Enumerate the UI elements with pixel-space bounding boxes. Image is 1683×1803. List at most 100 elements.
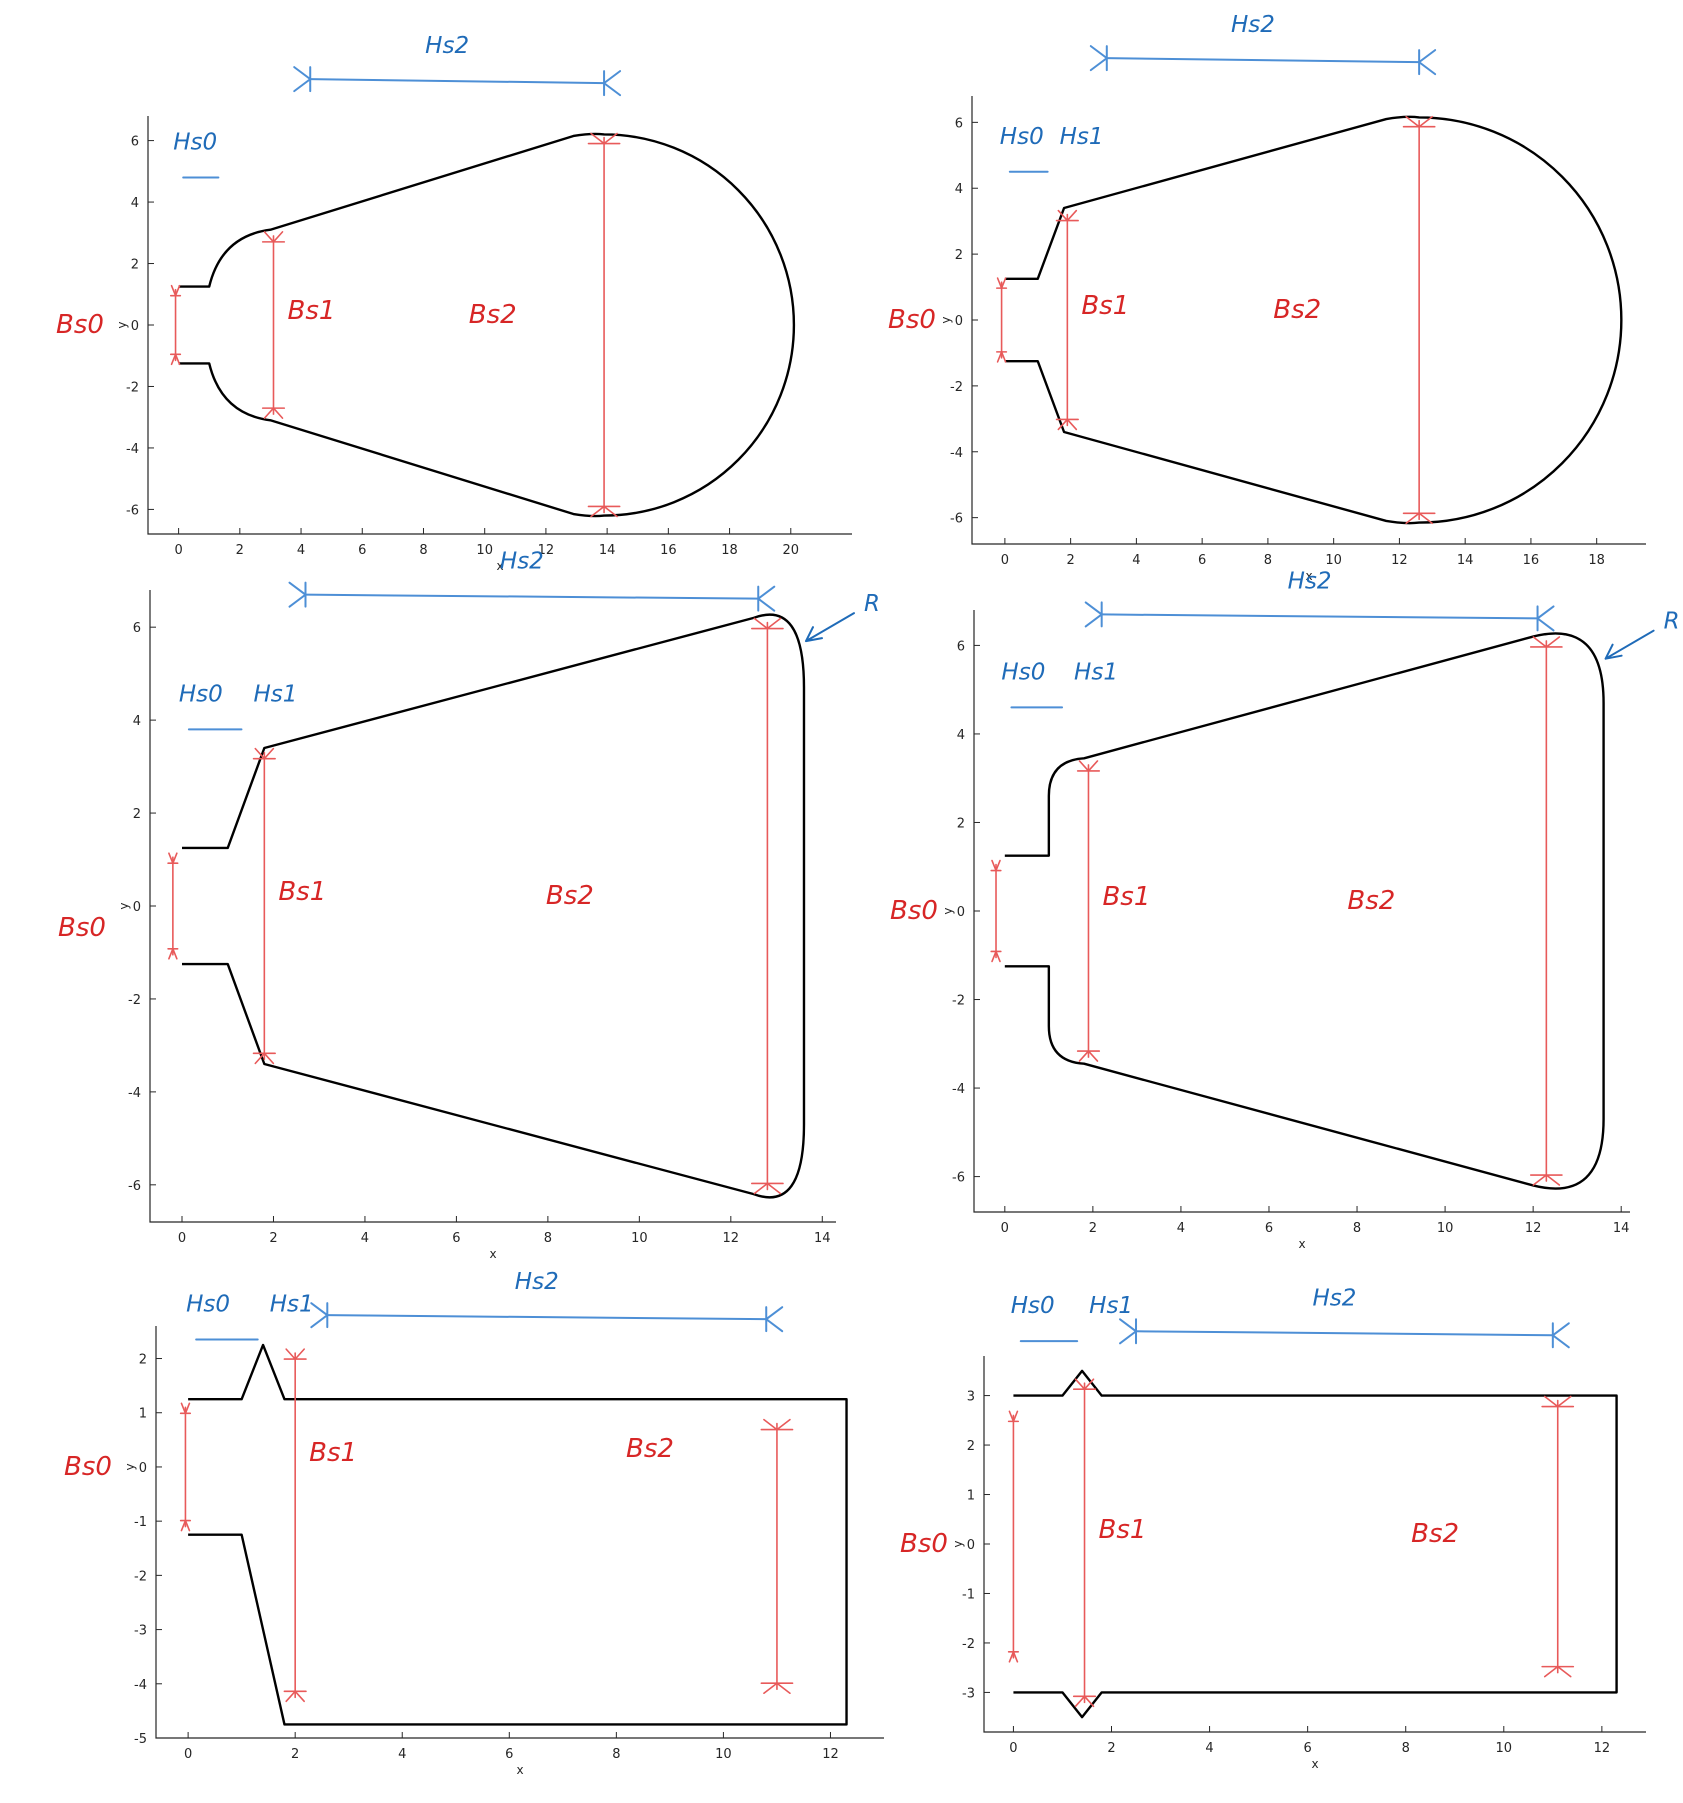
- x-tick-label: 8: [419, 543, 427, 558]
- hs2-dimension: [304, 593, 760, 600]
- hs1-label: Hs1: [1089, 1293, 1133, 1319]
- y-axis-label: y: [951, 1540, 965, 1547]
- hs2-left-arrow: [293, 66, 312, 93]
- bs1-dimension-bottom-arrow: [1076, 1049, 1101, 1062]
- hs2-label: Hs2: [425, 33, 469, 59]
- y-tick-label: -6: [128, 1179, 141, 1194]
- x-tick-label: 4: [1205, 1741, 1213, 1756]
- x-axis-label: x: [1311, 1757, 1318, 1771]
- y-axis-label: y: [115, 321, 129, 328]
- y-tick-label: 0: [967, 1538, 975, 1553]
- y-tick-label: 4: [131, 196, 139, 211]
- bs2-dimension-top-arrow: [1402, 115, 1436, 128]
- y-tick-label: -2: [962, 1637, 975, 1652]
- y-tick-label: -2: [126, 380, 139, 395]
- y-tick-label: -2: [952, 994, 965, 1009]
- x-tick-label: 2: [269, 1231, 277, 1246]
- y-tick-label: 4: [957, 728, 965, 743]
- hs2-dimension: [1135, 1330, 1554, 1337]
- y-tick-label: -3: [962, 1686, 975, 1701]
- slot-outline: [1004, 632, 1605, 1190]
- hs0-label: Hs0: [179, 681, 223, 707]
- y-tick-label: -6: [126, 503, 139, 518]
- bs2-dimension-top-arrow: [587, 132, 621, 145]
- bs0-dimension-bottom-arrow: [1007, 1649, 1020, 1663]
- slot-outline: [182, 613, 806, 1199]
- x-tick-label: 8: [1264, 553, 1272, 568]
- hs2-label: Hs2: [1288, 568, 1332, 594]
- y-tick-label: 2: [131, 258, 139, 273]
- bs0-dimension-top-arrow: [167, 852, 179, 866]
- hs2-left-arrow: [1089, 45, 1109, 72]
- y-tick-label: 1: [967, 1489, 975, 1504]
- hs2-left-arrow: [288, 581, 308, 608]
- x-tick-label: 0: [1001, 553, 1009, 568]
- y-tick-label: 2: [139, 1353, 147, 1368]
- bs2-label: Bs2: [1273, 295, 1321, 325]
- hs1-label: Hs1: [1074, 659, 1118, 685]
- x-tick-label: 6: [505, 1747, 513, 1762]
- y-tick-label: 0: [131, 319, 139, 334]
- bs1-dimension-bottom-arrow: [283, 1690, 307, 1703]
- y-tick-label: 6: [133, 621, 141, 636]
- x-tick-label: 18: [1588, 553, 1605, 568]
- x-tick-label: 6: [452, 1231, 460, 1246]
- hs2-label: Hs2: [1231, 12, 1275, 38]
- slot-outline: [1013, 1369, 1618, 1719]
- y-axis-label: y: [939, 316, 953, 323]
- bs2-label: Bs2: [546, 881, 594, 911]
- y-tick-label: -4: [950, 446, 963, 461]
- bs1-label: Bs1: [1081, 291, 1129, 321]
- axes-frame: [983, 1356, 1646, 1733]
- x-tick-label: 6: [1304, 1741, 1312, 1756]
- y-axis-label: y: [123, 1463, 137, 1470]
- bs0-dimension-bottom-arrow: [167, 946, 179, 960]
- x-tick-label: 2: [1066, 553, 1074, 568]
- bs2-dimension-bottom-arrow: [1529, 1174, 1563, 1186]
- x-axis-label: x: [516, 1763, 523, 1777]
- hs0-label: Hs0: [173, 129, 217, 155]
- x-tick-label: 10: [631, 1231, 648, 1246]
- bs0-label: Bs0: [890, 896, 938, 926]
- hs2-dimension: [1105, 57, 1421, 64]
- x-tick-label: 14: [1613, 1221, 1630, 1236]
- x-axis-label: x: [1305, 569, 1312, 583]
- hs2-dimension: [309, 78, 606, 85]
- hs2-dimension: [326, 1314, 768, 1321]
- y-tick-label: 0: [957, 905, 965, 920]
- r-label: R: [1664, 609, 1680, 635]
- bs0-dimension-top-arrow: [995, 277, 1008, 291]
- y-tick-label: 2: [955, 248, 963, 263]
- bs1-label: Bs1: [278, 877, 326, 907]
- bs0-dimension-bottom-arrow: [169, 352, 182, 366]
- x-tick-label: 0: [1009, 1741, 1017, 1756]
- bs0-dimension-top-arrow: [169, 284, 182, 298]
- bs0-dimension-top-arrow: [1007, 1410, 1020, 1424]
- slot-outline: [178, 132, 795, 518]
- bs1-dimension-bottom-arrow: [261, 406, 286, 419]
- y-tick-label: 6: [131, 135, 139, 150]
- y-tick-label: -4: [126, 442, 139, 457]
- bs1-dimension-top-arrow: [1072, 1378, 1097, 1391]
- y-tick-label: -6: [952, 1171, 965, 1186]
- hs2-right-arrow: [764, 1306, 784, 1333]
- y-tick-label: 0: [955, 314, 963, 329]
- x-tick-label: 2: [291, 1747, 299, 1762]
- bs0-dimension-bottom-arrow: [995, 349, 1008, 363]
- x-tick-label: 16: [660, 543, 677, 558]
- slot-outline: [1004, 115, 1623, 525]
- x-tick-label: 12: [538, 543, 555, 558]
- y-tick-label: 1: [139, 1407, 147, 1422]
- x-tick-label: 6: [358, 543, 366, 558]
- axes-frame: [147, 116, 852, 535]
- hs2-right-arrow: [756, 585, 776, 612]
- x-tick-label: 16: [1523, 553, 1540, 568]
- y-tick-label: 0: [139, 1461, 147, 1476]
- x-tick-label: 20: [783, 543, 800, 558]
- x-tick-label: 2: [1107, 1741, 1115, 1756]
- hs0-label: Hs0: [186, 1292, 230, 1318]
- y-tick-label: 6: [955, 116, 963, 131]
- slot-outline: [188, 1343, 848, 1726]
